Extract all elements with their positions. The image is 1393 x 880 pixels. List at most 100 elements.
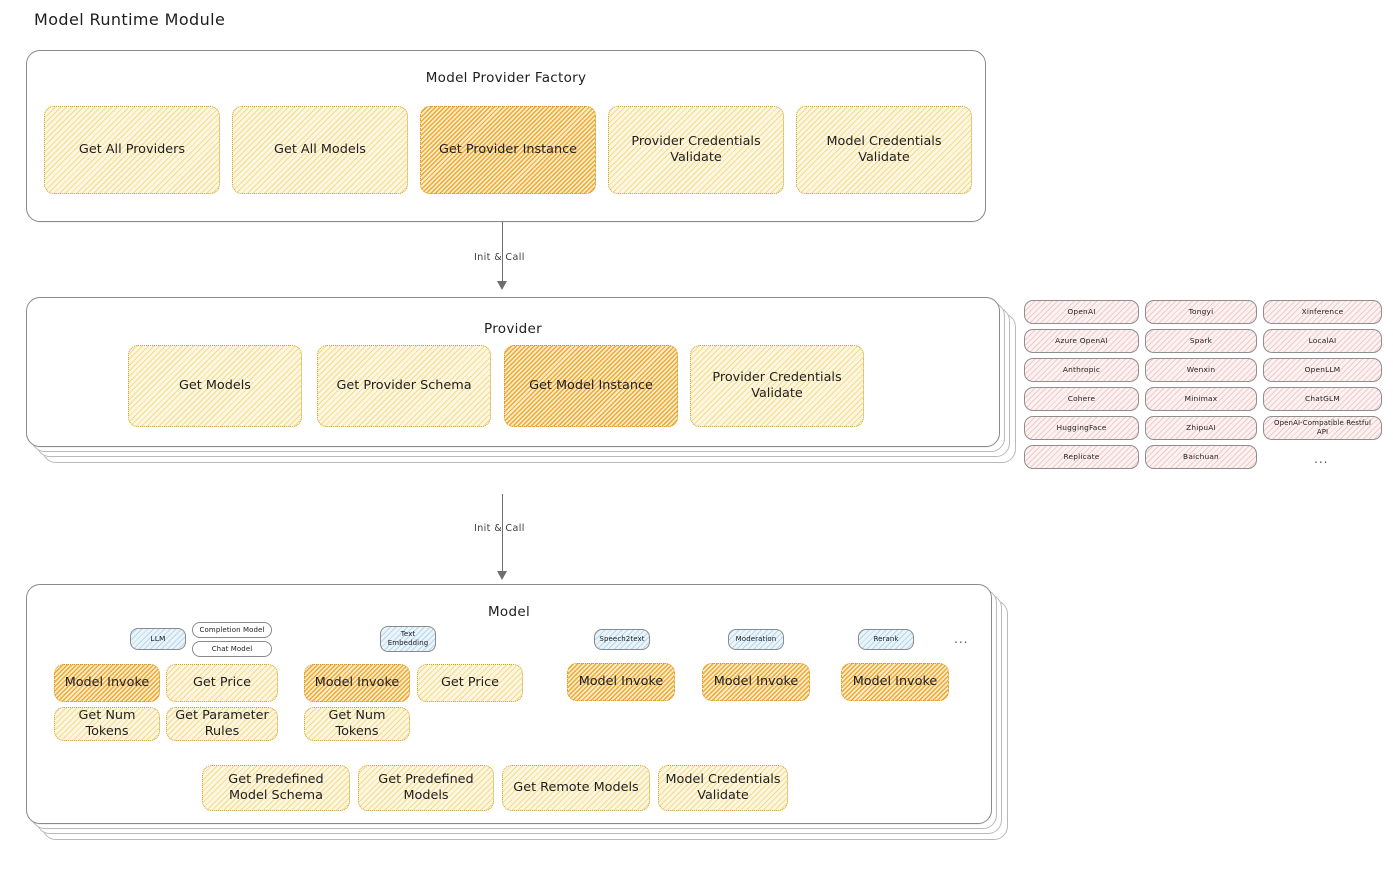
arrow-head [497, 571, 507, 580]
model-node-llm-get-num-tokens[interactable]: Get Num Tokens [54, 707, 160, 741]
model-node-embedding-get-price[interactable]: Get Price [417, 664, 523, 702]
provider-chip-label: Baichuan [1183, 452, 1219, 462]
model-common-label: Model Credentials Validate [665, 772, 781, 803]
provider-chip-tongyi[interactable]: Tongyi [1145, 300, 1257, 324]
provider-chip-label: ZhipuAI [1186, 423, 1216, 433]
provider-chip-label: OpenAI-Compatible Restful API [1274, 419, 1371, 436]
factory-node-label: Provider Credentials Validate [631, 134, 761, 165]
factory-node-model-credentials-validate[interactable]: Model Credentials Validate [796, 106, 972, 194]
provider-chip-anthropic[interactable]: Anthropic [1024, 358, 1139, 382]
model-common-label: Get Predefined Model Schema [228, 772, 324, 803]
provider-chip-label: Wenxin [1186, 365, 1216, 375]
model-node-label: Get Num Tokens [328, 708, 386, 739]
provider-chip-zhipuai[interactable]: ZhipuAI [1145, 416, 1257, 440]
model-subbadge-completion-model[interactable]: Completion Model [192, 622, 272, 638]
provider-chip-openllm[interactable]: OpenLLM [1263, 358, 1382, 382]
provider-chip-localai[interactable]: LocalAI [1263, 329, 1382, 353]
model-badge-label: Text Embedding [387, 630, 429, 647]
model-section: Model LLM Completion Model Chat Model Mo… [26, 584, 1022, 854]
provider-chip-label: HuggingFace [1056, 423, 1107, 433]
provider-node-provider-credentials-validate[interactable]: Provider Credentials Validate [690, 345, 864, 427]
provider-chip-cohere[interactable]: Cohere [1024, 387, 1139, 411]
provider-chip-chatglm[interactable]: ChatGLM [1263, 387, 1382, 411]
provider-chip-openai[interactable]: OpenAI [1024, 300, 1139, 324]
provider-chip-replicate[interactable]: Replicate [1024, 445, 1139, 469]
provider-node-label: Get Model Instance [529, 378, 653, 393]
provider-chip-label: Replicate [1063, 452, 1100, 462]
provider-chip-label: ChatGLM [1305, 394, 1340, 404]
provider-chip-azure-openai[interactable]: Azure OpenAI [1024, 329, 1139, 353]
model-subbadge-chat-model[interactable]: Chat Model [192, 641, 272, 657]
model-node-label: Get Num Tokens [78, 708, 136, 739]
arrow-head [497, 281, 507, 290]
model-badge-speech2text[interactable]: Speech2text [594, 629, 650, 650]
provider-chip-wenxin[interactable]: Wenxin [1145, 358, 1257, 382]
model-node-llm-get-parameter-rules[interactable]: Get Parameter Rules [166, 707, 278, 741]
provider-chip-xinference[interactable]: Xinference [1263, 300, 1382, 324]
model-common-model-credentials-validate[interactable]: Model Credentials Validate [658, 765, 788, 811]
model-badge-label: LLM [150, 634, 166, 644]
provider-node-get-model-instance[interactable]: Get Model Instance [504, 345, 678, 427]
model-provider-factory-title: Model Provider Factory [425, 70, 587, 86]
model-node-label: Model Invoke [713, 674, 799, 689]
provider-chip-openai-compatible-restful-api[interactable]: OpenAI-Compatible Restful API [1263, 416, 1382, 440]
provider-chip-label: LocalAI [1308, 336, 1337, 346]
model-badge-label: Speech2text [599, 635, 645, 644]
factory-node-get-provider-instance[interactable]: Get Provider Instance [420, 106, 596, 194]
arrow-label: Init & Call [474, 523, 525, 534]
provider-title: Provider [484, 321, 542, 337]
model-common-get-remote-models[interactable]: Get Remote Models [502, 765, 650, 811]
model-common-get-predefined-model-schema[interactable]: Get Predefined Model Schema [202, 765, 350, 811]
page-title: Model Runtime Module [34, 10, 226, 29]
model-badge-llm[interactable]: LLM [130, 628, 186, 650]
provider-chip-label: Xinference [1301, 307, 1344, 317]
model-node-label: Model Invoke [64, 675, 150, 690]
provider-chip-baichuan[interactable]: Baichuan [1145, 445, 1257, 469]
provider-node-label: Get Models [179, 378, 251, 393]
model-node-llm-model-invoke[interactable]: Model Invoke [54, 664, 160, 702]
model-node-label: Get Parameter Rules [175, 708, 269, 739]
model-node-speech2text-model-invoke[interactable]: Model Invoke [567, 663, 675, 701]
provider-chip-label: Spark [1189, 336, 1213, 346]
model-common-label: Get Predefined Models [378, 772, 474, 803]
arrow-label: Init & Call [474, 252, 525, 263]
model-node-embedding-get-num-tokens[interactable]: Get Num Tokens [304, 707, 410, 741]
factory-node-get-all-models[interactable]: Get All Models [232, 106, 408, 194]
model-title: Model [487, 604, 531, 620]
provider-chip-label: Tongyi [1188, 307, 1214, 317]
model-node-moderation-model-invoke[interactable]: Model Invoke [702, 663, 810, 701]
model-common-label: Get Remote Models [513, 780, 639, 795]
factory-node-label: Get All Providers [78, 142, 186, 157]
provider-chip-label: Azure OpenAI [1055, 336, 1108, 346]
model-provider-factory-section: Model Provider Factory Get All Providers… [26, 50, 986, 222]
model-node-label: Get Price [192, 675, 252, 690]
model-node-label: Model Invoke [314, 675, 400, 690]
factory-node-provider-credentials-validate[interactable]: Provider Credentials Validate [608, 106, 784, 194]
model-node-label: Get Price [440, 675, 500, 690]
provider-chip-label: Minimax [1184, 394, 1218, 404]
provider-section: Provider Get Models Get Provider Schema … [26, 297, 1016, 477]
provider-chip-label: Anthropic [1062, 365, 1101, 375]
provider-node-get-provider-schema[interactable]: Get Provider Schema [317, 345, 491, 427]
provider-node-label: Provider Credentials Validate [712, 370, 842, 401]
model-node-rerank-model-invoke[interactable]: Model Invoke [841, 663, 949, 701]
model-badge-rerank[interactable]: Rerank [858, 629, 914, 650]
factory-node-label: Get Provider Instance [438, 142, 578, 157]
model-badge-moderation[interactable]: Moderation [728, 629, 784, 650]
provider-chip-label: OpenLLM [1304, 365, 1341, 375]
model-common-get-predefined-models[interactable]: Get Predefined Models [358, 765, 494, 811]
model-subbadge-label: Chat Model [211, 644, 253, 653]
arrow-shaft [502, 494, 504, 574]
model-badge-text-embedding[interactable]: Text Embedding [380, 626, 436, 652]
factory-node-get-all-providers[interactable]: Get All Providers [44, 106, 220, 194]
provider-chip-spark[interactable]: Spark [1145, 329, 1257, 353]
provider-node-get-models[interactable]: Get Models [128, 345, 302, 427]
model-badge-label: Moderation [735, 635, 777, 644]
model-node-llm-get-price[interactable]: Get Price [166, 664, 278, 702]
factory-node-label: Model Credentials Validate [826, 134, 942, 165]
provider-list: OpenAI Azure OpenAI Anthropic Cohere Hug… [1024, 300, 1382, 475]
provider-chip-huggingface[interactable]: HuggingFace [1024, 416, 1139, 440]
provider-chip-minimax[interactable]: Minimax [1145, 387, 1257, 411]
model-node-embedding-model-invoke[interactable]: Model Invoke [304, 664, 410, 702]
provider-chip-label: OpenAI [1067, 307, 1096, 317]
